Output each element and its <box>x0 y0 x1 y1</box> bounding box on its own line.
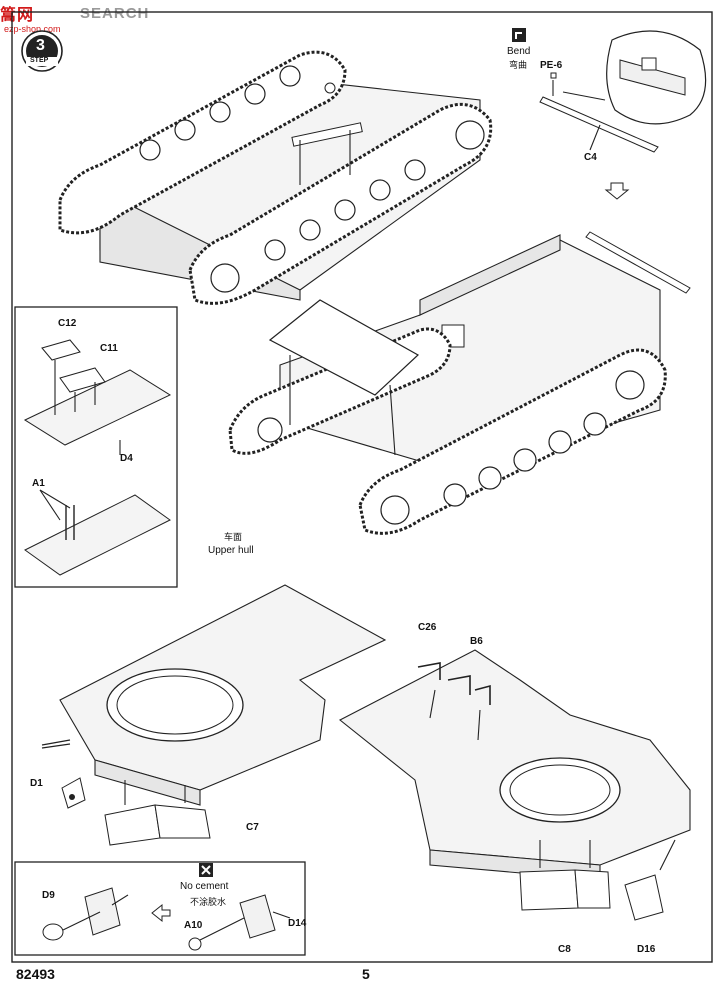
bend-label-en: Bend <box>507 46 531 57</box>
kit-number: 82493 <box>16 966 55 982</box>
watermark-url: ezp-shop.com <box>4 24 61 34</box>
part-label-d16: D16 <box>637 944 656 955</box>
part-label-d1: D1 <box>30 778 43 789</box>
page-number: 5 <box>362 966 370 982</box>
hull-middle <box>228 231 691 535</box>
upper-hull-right <box>338 649 691 921</box>
watermark-search-text: SEARCH <box>80 4 150 22</box>
part-c4-drawing <box>539 72 659 153</box>
step-number: 3 <box>36 37 45 54</box>
part-label-d4: D4 <box>120 453 133 464</box>
part-label-c11: C11 <box>100 343 118 354</box>
step-badge <box>21 30 63 72</box>
part-label-a1: A1 <box>32 478 45 489</box>
part-label-a10: A10 <box>184 920 203 931</box>
part-label-c26: C26 <box>418 622 437 633</box>
part-label-c12: C12 <box>58 318 77 329</box>
part-label-c4: C4 <box>584 152 597 163</box>
part-label-d14: D14 <box>288 918 307 929</box>
step-label: STEP <box>30 57 49 64</box>
no-cement-label-en: No cement <box>180 881 229 892</box>
part-label-b6: B6 <box>470 636 483 647</box>
upper-hull-left <box>41 584 387 846</box>
no-cement-label-cn: 不涂胶水 <box>190 898 227 908</box>
detail-callout <box>562 30 707 125</box>
chassis-top <box>58 50 493 305</box>
part-label-d9: D9 <box>42 890 55 901</box>
upper-hull-label-en: Upper hull <box>208 545 254 556</box>
bend-icon <box>512 28 526 42</box>
inset-panel-bottom <box>14 861 306 956</box>
watermark-logo: 篙网 <box>0 5 35 24</box>
watermark: 篙网 SEARCH <box>0 0 149 26</box>
upper-hull-label-cn: 车面 <box>224 533 243 543</box>
page-frame <box>11 11 713 963</box>
part-label-pe6: PE-6 <box>540 60 563 71</box>
part-label-c8: C8 <box>558 944 571 955</box>
part-label-c7: C7 <box>246 822 259 833</box>
bend-label-cn: 弯曲 <box>509 61 528 71</box>
inset-panel-left <box>14 306 178 588</box>
